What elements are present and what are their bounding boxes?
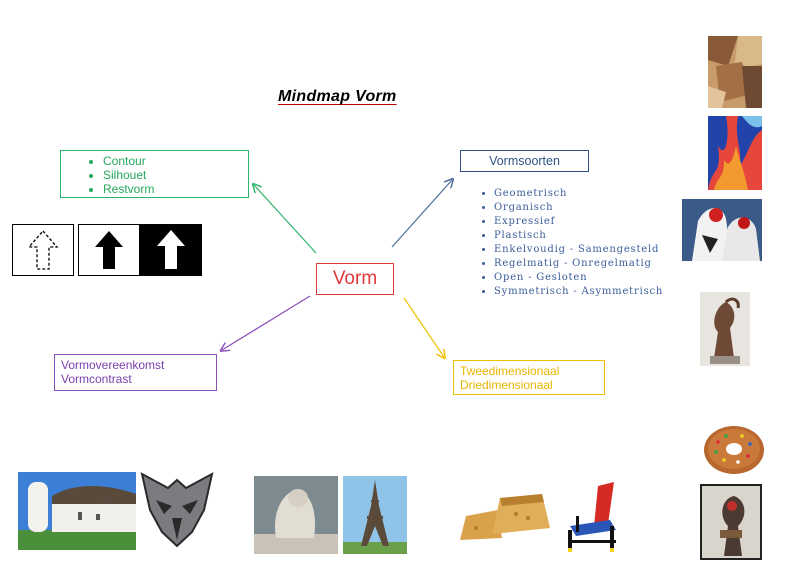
arrow-to-vormovereenkomst: [222, 295, 311, 350]
arrow-to-contour: [254, 185, 317, 254]
eiffel-tower-image: [343, 476, 407, 554]
colorful-flames-painting-image: [708, 116, 762, 190]
arrow-up-outline-dashed-icon: [12, 224, 74, 276]
list-item: Contour: [103, 154, 248, 168]
list-item: Regelmatig - Onregelmatig: [494, 257, 663, 271]
bronze-sculpture-image: [700, 292, 750, 366]
list-item: Plastisch: [494, 229, 663, 243]
sponge-cake-image: [456, 488, 556, 554]
box-line: Driedimensionaal: [460, 378, 553, 392]
cubist-painting-image: [708, 36, 762, 108]
vormovereenkomst-box: Vormovereenkomst Vormcontrast: [54, 354, 217, 391]
page-title: Mindmap Vorm: [278, 88, 397, 105]
ronchamp-chapel-image: [18, 472, 136, 550]
box-line: Vormcontrast: [61, 372, 132, 386]
abstract-figures-painting-image: [682, 199, 762, 261]
list-item: Open - Gesloten: [494, 271, 663, 285]
arrow-up-black-icon: [78, 224, 140, 276]
list-item: Geometrisch: [494, 187, 663, 201]
list-item: Expressief: [494, 215, 663, 229]
vormsoorten-list: Geometrisch Organisch Expressief Plastis…: [470, 187, 663, 299]
arrow-up-white-on-black-icon: [140, 224, 202, 276]
red-blue-chair-image: [562, 480, 636, 554]
arrow-to-vormsoorten: [391, 180, 452, 248]
list-item: Restvorm: [103, 182, 248, 196]
list-item: Silhouet: [103, 168, 248, 182]
box-line: Vormovereenkomst: [61, 358, 165, 372]
list-item: Organisch: [494, 201, 663, 215]
dimensie-box: Tweedimensionaal Driedimensionaal: [453, 360, 605, 395]
center-node-vorm: Vorm: [316, 263, 394, 295]
vormsoorten-box: Vormsoorten: [460, 150, 589, 172]
contour-box: Contour Silhouet Restvorm: [60, 150, 249, 198]
list-item: Enkelvoudig - Samengesteld: [494, 243, 663, 257]
decepticon-logo-image: [138, 470, 216, 550]
assemblage-sculpture-image: [700, 484, 762, 560]
stone-figure-sculpture-image: [254, 476, 338, 554]
list-item: Symmetrisch - Asymmetrisch: [494, 285, 663, 299]
donut-image: [702, 424, 766, 476]
box-line: Tweedimensionaal: [460, 364, 560, 378]
arrow-to-dimensie: [403, 297, 444, 357]
